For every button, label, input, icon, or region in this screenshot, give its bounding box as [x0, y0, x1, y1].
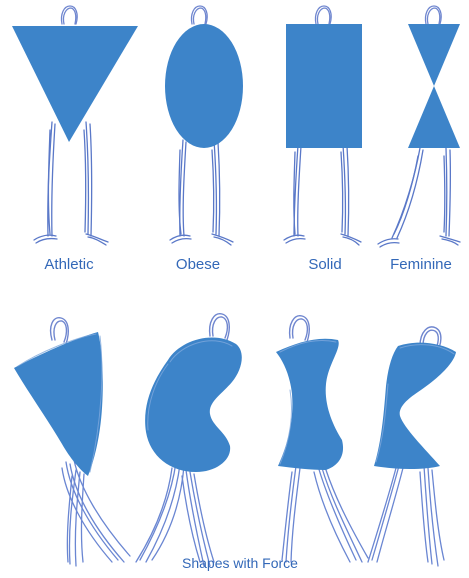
- shapes-with-force-caption: Shapes with Force: [182, 554, 298, 572]
- obese-head-loop: [191, 6, 207, 24]
- obese-figure: [165, 6, 243, 245]
- athletic-force-figure: [14, 318, 130, 566]
- athletic-figure: [12, 6, 138, 245]
- obese-force-head-loop: [210, 314, 230, 340]
- obese-force-legs: [136, 462, 214, 566]
- obese-legs: [170, 140, 233, 245]
- solid-figure: [284, 6, 362, 245]
- solid-torso-shape: [286, 24, 362, 148]
- athletic-torso-shape: [12, 26, 138, 142]
- feminine-figure: [378, 6, 460, 247]
- athletic-label: Athletic: [44, 256, 93, 274]
- obese-force-figure: [136, 314, 242, 566]
- feminine-label: Feminine: [390, 256, 452, 274]
- athletic-legs: [34, 122, 108, 245]
- solid-force-figure: [276, 316, 368, 562]
- solid-legs: [284, 145, 361, 245]
- solid-label: Solid: [308, 256, 341, 274]
- athletic-force-torso-shape: [14, 332, 103, 476]
- obese-torso-shape: [165, 24, 243, 148]
- feminine-head-loop: [425, 6, 441, 24]
- obese-force-torso-shape: [145, 337, 242, 472]
- feminine-force-figure: [368, 327, 456, 566]
- solid-force-torso-shape: [276, 339, 343, 470]
- feminine-legs: [378, 148, 460, 247]
- athletic-force-legs: [62, 460, 130, 566]
- solid-head-loop: [315, 6, 331, 24]
- obese-label: Obese: [176, 256, 220, 274]
- feminine-upper-shape: [408, 24, 460, 86]
- athletic-force-head-loop: [51, 318, 69, 344]
- solid-force-head-loop: [290, 316, 310, 342]
- feminine-force-legs: [368, 462, 444, 566]
- feminine-lower-shape: [408, 86, 460, 148]
- athletic-head-loop: [61, 6, 77, 24]
- solid-force-legs: [282, 466, 368, 562]
